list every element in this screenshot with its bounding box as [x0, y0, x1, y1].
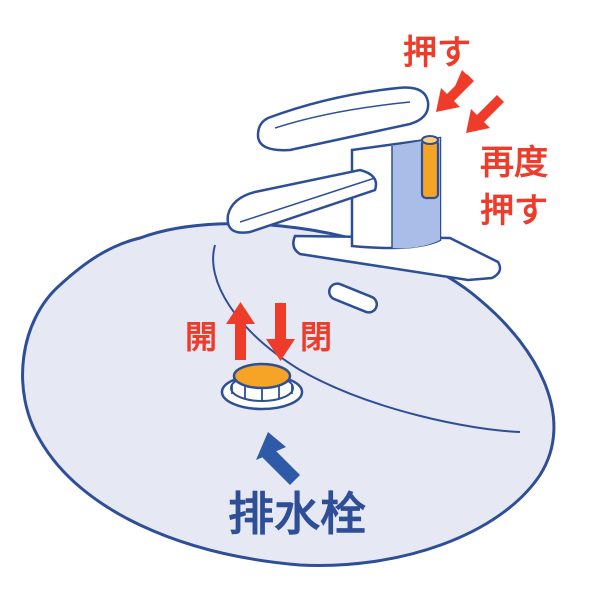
faucet	[226, 86, 502, 282]
basin-inner-edge	[212, 244, 521, 433]
drain-plug[interactable]	[220, 362, 304, 411]
up-down-arrow-icon	[226, 302, 295, 361]
faucet-base-plate	[292, 234, 502, 282]
double-down-left-arrow-icon	[436, 70, 504, 133]
open-label: 開	[185, 318, 217, 356]
push-label: 押す	[403, 33, 471, 73]
drain-plug-label: 排水栓	[228, 487, 366, 541]
push-again-label-line1: 再度	[480, 143, 548, 183]
close-label: 閉	[300, 318, 332, 356]
pop-up-knob[interactable]	[420, 135, 440, 200]
drain-cap	[232, 362, 292, 390]
push-again-label-line2: 押す	[480, 191, 548, 231]
faucet-lever-handle	[256, 86, 430, 152]
overflow-slot	[327, 282, 379, 314]
up-arrow-icon	[256, 432, 300, 485]
